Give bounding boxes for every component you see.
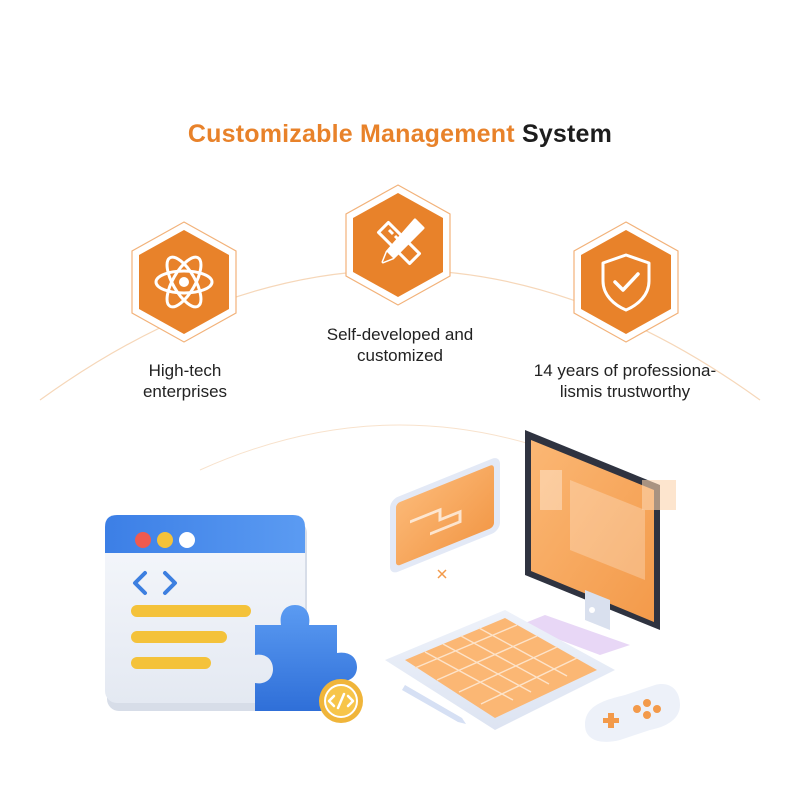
code-brackets-icon — [133, 571, 177, 595]
feature-hex-1 — [128, 220, 240, 344]
atom-icon — [154, 255, 214, 309]
code-slash-icon — [327, 692, 355, 710]
monitor — [520, 430, 660, 655]
feature-hex-2 — [342, 183, 454, 307]
feature-1-line1: High-tech — [148, 361, 222, 380]
pencil-ruler-icon — [376, 218, 425, 266]
title-accent: Customizable Management — [187, 120, 515, 148]
shield-check-icon — [601, 253, 651, 312]
feature-2-line2: customized — [357, 346, 443, 365]
feature-3-line1: 14 years of professiona- — [533, 361, 717, 380]
tablet — [390, 458, 500, 573]
code-window-illustration — [105, 515, 363, 723]
keyboard — [385, 610, 615, 730]
page-title: Customizable Management System — [0, 120, 800, 149]
feature-2-line1: Self-developed and — [326, 325, 474, 344]
feature-3-line2: lismis trustworthy — [559, 382, 691, 401]
gamepad — [585, 684, 680, 742]
feature-label-2: Self-developed and customized — [300, 324, 500, 366]
stylus — [402, 685, 466, 724]
feature-label-3: 14 years of professiona- lismis trustwor… — [510, 360, 740, 402]
feature-hex-3 — [570, 220, 682, 344]
devices-illustration — [385, 430, 680, 742]
feature-label-1: High-tech enterprises — [110, 360, 260, 402]
title-dark: System — [521, 120, 613, 148]
feature-1-line2: enterprises — [142, 382, 228, 401]
